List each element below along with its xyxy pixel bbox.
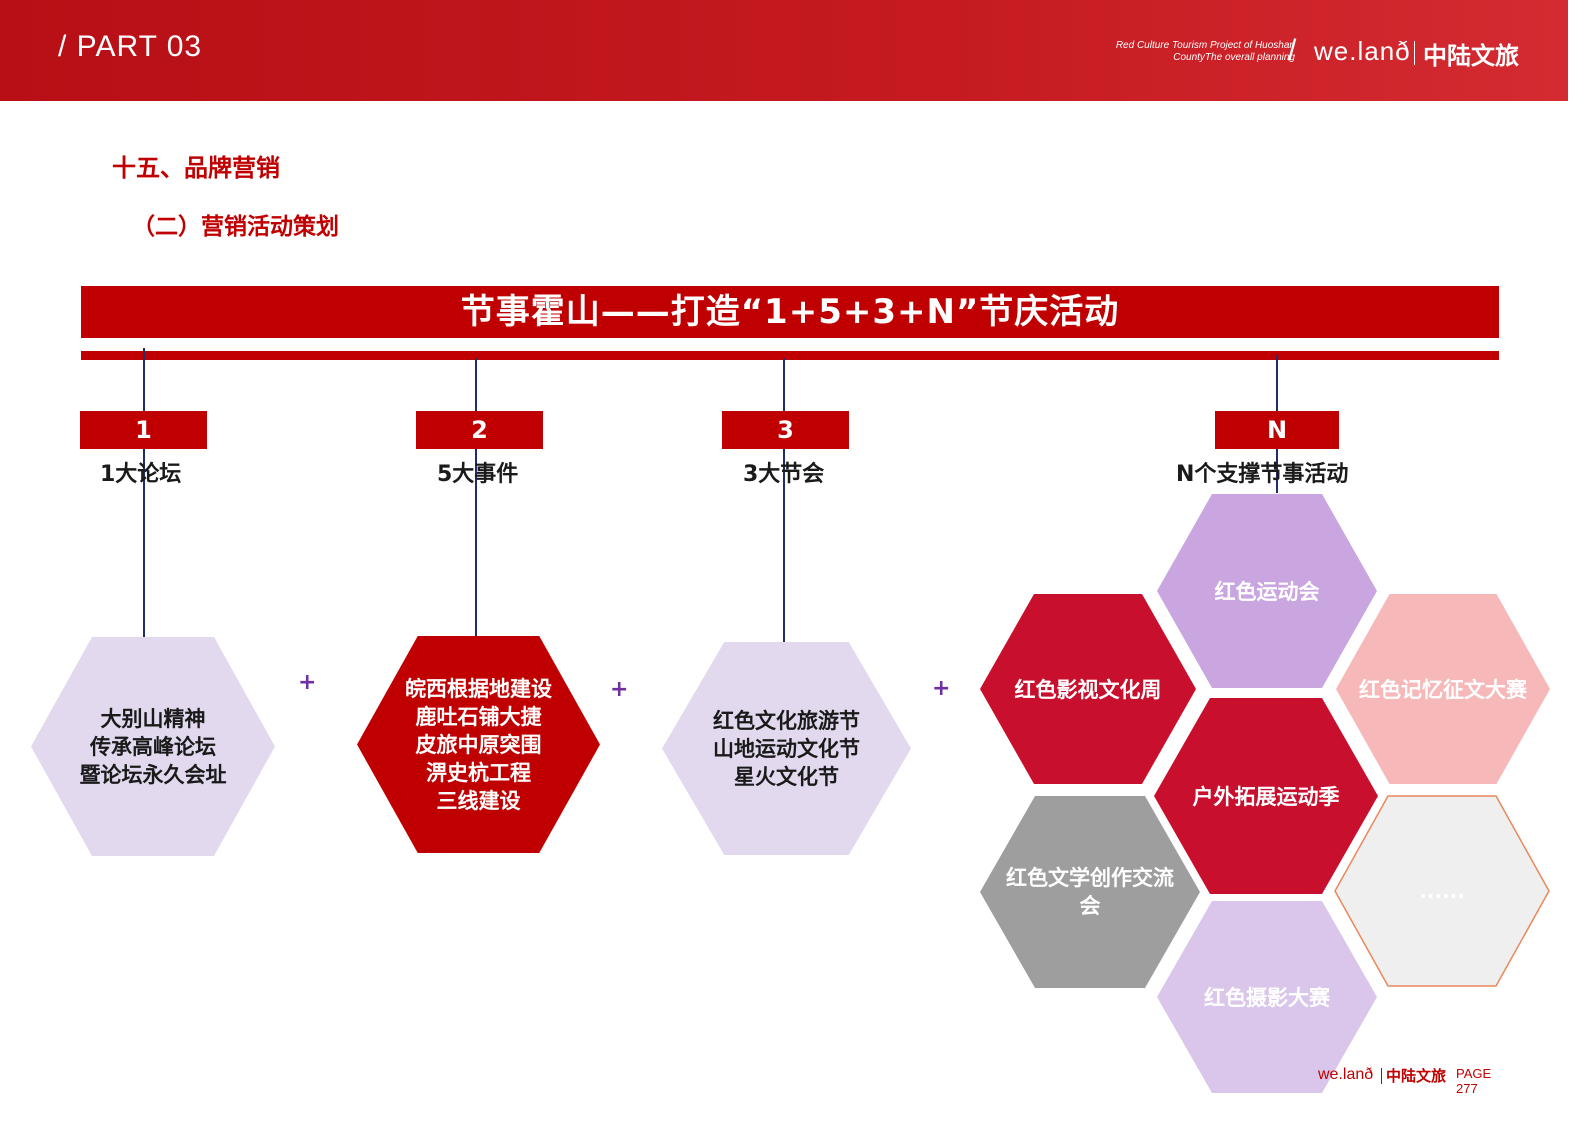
footer-brand-cn: 中陆文旅: [1386, 1067, 1447, 1085]
subsection-heading: （二）营销活动策划: [132, 214, 339, 240]
hex-forum-line: 传承高峰论坛: [90, 734, 216, 759]
hex-label: 红色文学创作交流会: [1006, 866, 1174, 918]
hex-label: 红色摄影大赛: [1204, 986, 1330, 1010]
connector-line-1: [143, 348, 145, 638]
hex-red-memory-essay-contest: 红色记忆征文大赛: [1336, 594, 1550, 784]
hex-red-literature-exchange: 红色文学创作交流会: [980, 796, 1200, 988]
plus-sign: +: [298, 670, 317, 695]
header-band: [0, 0, 1568, 101]
hex-label: 户外拓展运动季: [1192, 785, 1340, 809]
hex-festivals-line: 山地运动文化节: [713, 736, 860, 761]
brand-divider: [1414, 41, 1415, 65]
hex-events-line: 皮旅中原突围: [415, 732, 542, 757]
hex-festivals-line: 星火文化节: [734, 764, 839, 789]
footer-page-label: PAGE: [1456, 1066, 1492, 1081]
connector-line-3: [783, 358, 785, 642]
footer-page-number: 277: [1456, 1081, 1478, 1096]
plus-sign: +: [932, 676, 951, 701]
hex-red-film-week: 红色影视文化周: [980, 594, 1196, 784]
hex-festivals-line: 红色文化旅游节: [713, 708, 860, 733]
category-caption-n: N个支撑节事活动: [1176, 462, 1349, 487]
hex-festivals: 红色文化旅游节 山地运动文化节 星火文化节: [662, 642, 911, 855]
banner-underline: [81, 351, 1499, 360]
category-tab-1: 1: [80, 411, 207, 449]
footer-brand-en: we.lanð: [1318, 1066, 1374, 1083]
category-tab-n: N: [1215, 411, 1339, 449]
hex-more-label: ......: [1419, 879, 1465, 903]
hex-events-line: 三线建设: [436, 788, 521, 813]
hex-label: 红色影视文化周: [1014, 678, 1162, 702]
category-caption-1: 1大论坛: [100, 462, 182, 487]
banner-title: 节事霍山——打造“1+5+3+N”节庆活动: [81, 286, 1499, 338]
section-heading: 十五、品牌营销: [112, 154, 280, 182]
category-tab-3: 3: [722, 411, 849, 449]
hex-events: 皖西根据地建设 鹿吐石铺大捷 皮旅中原突围 淠史杭工程 三线建设: [357, 636, 600, 853]
plus-sign: +: [610, 677, 629, 702]
brand-logo-en: we.lanð: [1314, 36, 1411, 66]
hex-more-outline: [1334, 795, 1550, 987]
category-caption-2: 5大事件: [437, 462, 519, 487]
hex-forum-line: 暨论坛永久会址: [79, 762, 227, 787]
project-name-line-2: CountyThe overall planning: [1173, 52, 1295, 63]
category-caption-3: 3大节会: [743, 462, 825, 487]
header-slash: /: [1288, 34, 1297, 67]
hex-outdoor-season: 户外拓展运动季: [1154, 698, 1378, 894]
hex-forum-line: 大别山精神: [100, 706, 206, 731]
project-name-line-1: Red Culture Tourism Project of Huoshan: [1115, 40, 1295, 51]
hex-events-line: 鹿吐石铺大捷: [415, 704, 542, 729]
hex-forum: 大别山精神 传承高峰论坛 暨论坛永久会址: [31, 637, 275, 856]
category-tab-2: 2: [416, 411, 543, 449]
connector-line-2: [475, 358, 477, 640]
hex-label: 红色记忆征文大赛: [1359, 678, 1527, 702]
hex-red-sports-meet: 红色运动会: [1157, 494, 1377, 688]
hex-events-line: 皖西根据地建设: [405, 676, 552, 701]
footer-brand-divider: [1381, 1068, 1382, 1084]
hex-events-line: 淠史杭工程: [426, 760, 531, 785]
hex-label: 红色运动会: [1214, 580, 1320, 604]
part-label: / PART 03: [58, 30, 203, 63]
brand-logo-cn: 中陆文旅: [1423, 42, 1519, 70]
